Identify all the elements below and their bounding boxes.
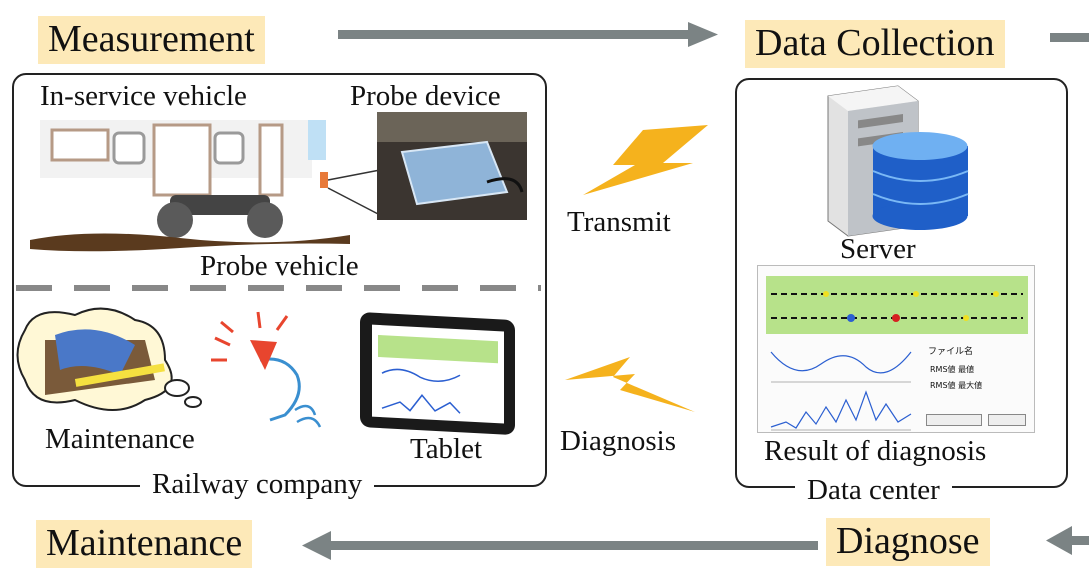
arrow-into-diagnose-head [1046, 526, 1072, 555]
panel-divider [16, 285, 541, 291]
waveform-plots [770, 351, 912, 431]
probe-sensor [320, 172, 328, 188]
probe-device-label: Probe device [350, 80, 501, 112]
person-face [259, 357, 301, 422]
arrow-measure-to-collect-head [688, 22, 718, 47]
stage-data-collection: Data Collection [745, 20, 1005, 68]
wheel [157, 202, 193, 238]
arrow-collect-down-top [1050, 33, 1089, 42]
transmit-label: Transmit [567, 206, 671, 238]
screen-button [988, 414, 1026, 426]
device-box [400, 140, 509, 206]
stage-maintenance: Maintenance [36, 520, 253, 568]
train-front [308, 120, 326, 160]
in-service-vehicle-label: In-service vehicle [40, 80, 247, 112]
train-illustration [30, 120, 381, 252]
screen-label-filename: ファイル名 [928, 347, 974, 357]
railway-company-title: Railway company [140, 468, 375, 501]
transmit-bolt-icon [583, 125, 708, 195]
diagnosis-bolt-icon [565, 357, 695, 412]
maintenance-illustration [16, 307, 322, 428]
track-map [766, 276, 1028, 334]
screen-label-rms-2: RMS値 最大値 [930, 381, 983, 390]
result-of-diagnosis-label: Result of diagnosis [764, 435, 987, 467]
train-window [50, 128, 110, 162]
maintenance-caption: Maintenance [45, 423, 195, 455]
arrow-diagnose-to-maint [330, 541, 818, 550]
screen-button [926, 414, 982, 426]
rail-track [30, 233, 350, 252]
bogie-frame [170, 195, 270, 215]
train-door [258, 123, 284, 197]
server-label: Server [840, 233, 916, 265]
arrow-into-diagnose [1070, 536, 1089, 545]
arrow-measure-to-collect [338, 30, 688, 39]
tablet-device [360, 312, 515, 435]
tablet-caption: Tablet [410, 433, 483, 465]
stage-diagnose: Diagnose [826, 518, 990, 566]
database-icon [872, 132, 969, 230]
train-window [213, 131, 245, 165]
alert-icon [250, 340, 277, 370]
wheel [247, 202, 283, 238]
probe-vehicle-label: Probe vehicle [200, 250, 359, 282]
stage-measurement: Measurement [38, 16, 265, 64]
train-door [152, 123, 212, 197]
diagnosis-label: Diagnosis [560, 425, 676, 457]
server-icon [827, 85, 969, 237]
diagnosis-result-screen: ファイル名 RMS値 最値 RMS値 最大値 [757, 265, 1035, 433]
data-center-title: Data center [795, 474, 952, 507]
train-window [112, 131, 146, 165]
screen-label-rms-1: RMS値 最値 [930, 365, 975, 374]
worker-figure [55, 329, 135, 375]
arrow-diagnose-to-maint-head [302, 531, 331, 560]
probe-device-photo [377, 112, 527, 220]
